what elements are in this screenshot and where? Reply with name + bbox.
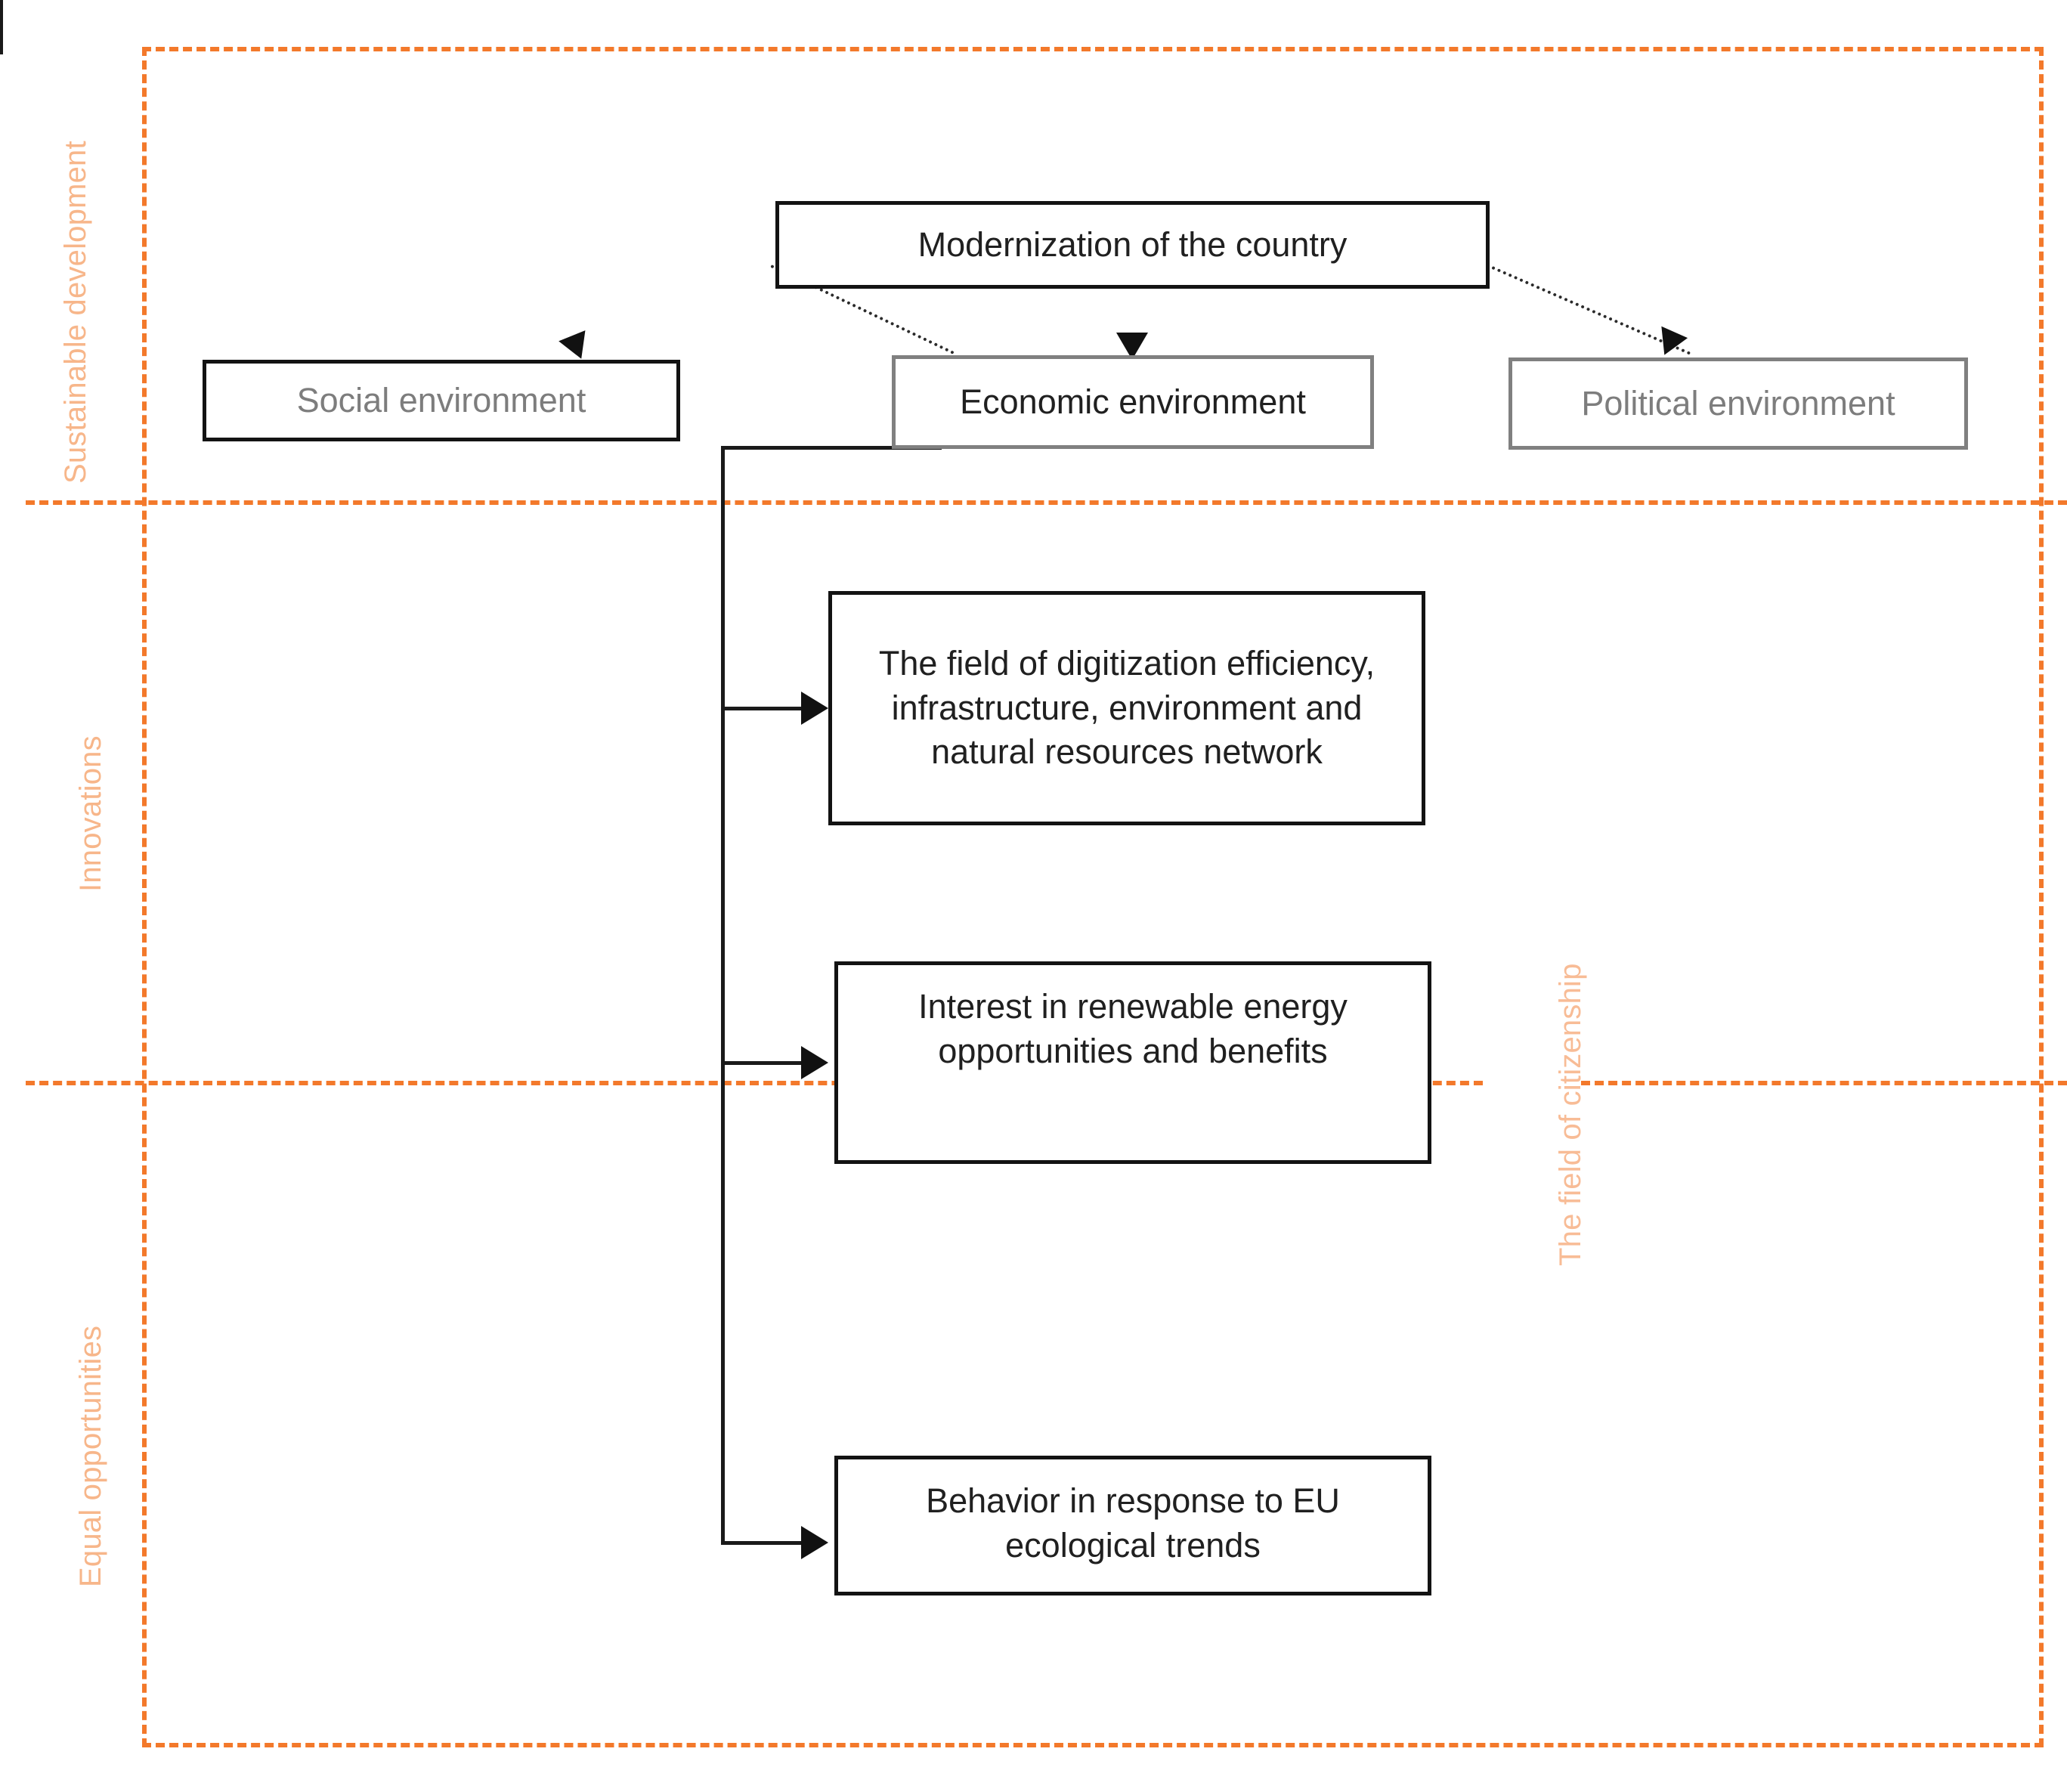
region-label-sustainable-development: Sustainable development bbox=[59, 141, 92, 484]
region-divider-innovations-equal-right bbox=[1581, 1081, 2067, 1085]
connector-economic-trunk-vertical bbox=[721, 446, 725, 1543]
connector-economic-trunk-horizontal bbox=[721, 446, 942, 450]
region-divider-sustainable-innovations bbox=[26, 500, 2067, 505]
region-outer-frame bbox=[142, 47, 2044, 1747]
node-behavior-eu-ecological-trends[interactable]: Behavior in response to EU ecological tr… bbox=[834, 1456, 1431, 1595]
node-modernization-of-the-country[interactable]: Modernization of the country bbox=[775, 201, 1490, 289]
node-economic-environment[interactable]: Economic environment bbox=[892, 355, 1374, 449]
arrowhead-right-behavior-icon bbox=[801, 1526, 828, 1559]
node-social-environment[interactable]: Social environment bbox=[203, 360, 680, 441]
node-field-of-digitization[interactable]: The field of digitization efficiency, in… bbox=[828, 591, 1425, 825]
region-label-field-of-citizenship: The field of citizenship bbox=[1554, 963, 1587, 1266]
node-interest-in-renewable-energy[interactable]: Interest in renewable energy opportuniti… bbox=[834, 961, 1431, 1164]
connector-modernization-to-economic-line bbox=[0, 0, 3, 54]
node-political-environment[interactable]: Political environment bbox=[1508, 357, 1968, 450]
region-label-innovations: Innovations bbox=[74, 735, 107, 892]
region-label-equal-opportunities: Equal opportunities bbox=[74, 1325, 107, 1587]
connector-branch-to-digitization bbox=[721, 707, 804, 710]
connector-branch-to-renewable bbox=[721, 1061, 804, 1065]
region-divider-innovations-equal-left bbox=[26, 1081, 1483, 1085]
arrowhead-right-renewable-icon bbox=[801, 1046, 828, 1079]
connector-branch-to-behavior bbox=[721, 1541, 804, 1545]
arrowhead-right-digitization-icon bbox=[801, 692, 828, 725]
